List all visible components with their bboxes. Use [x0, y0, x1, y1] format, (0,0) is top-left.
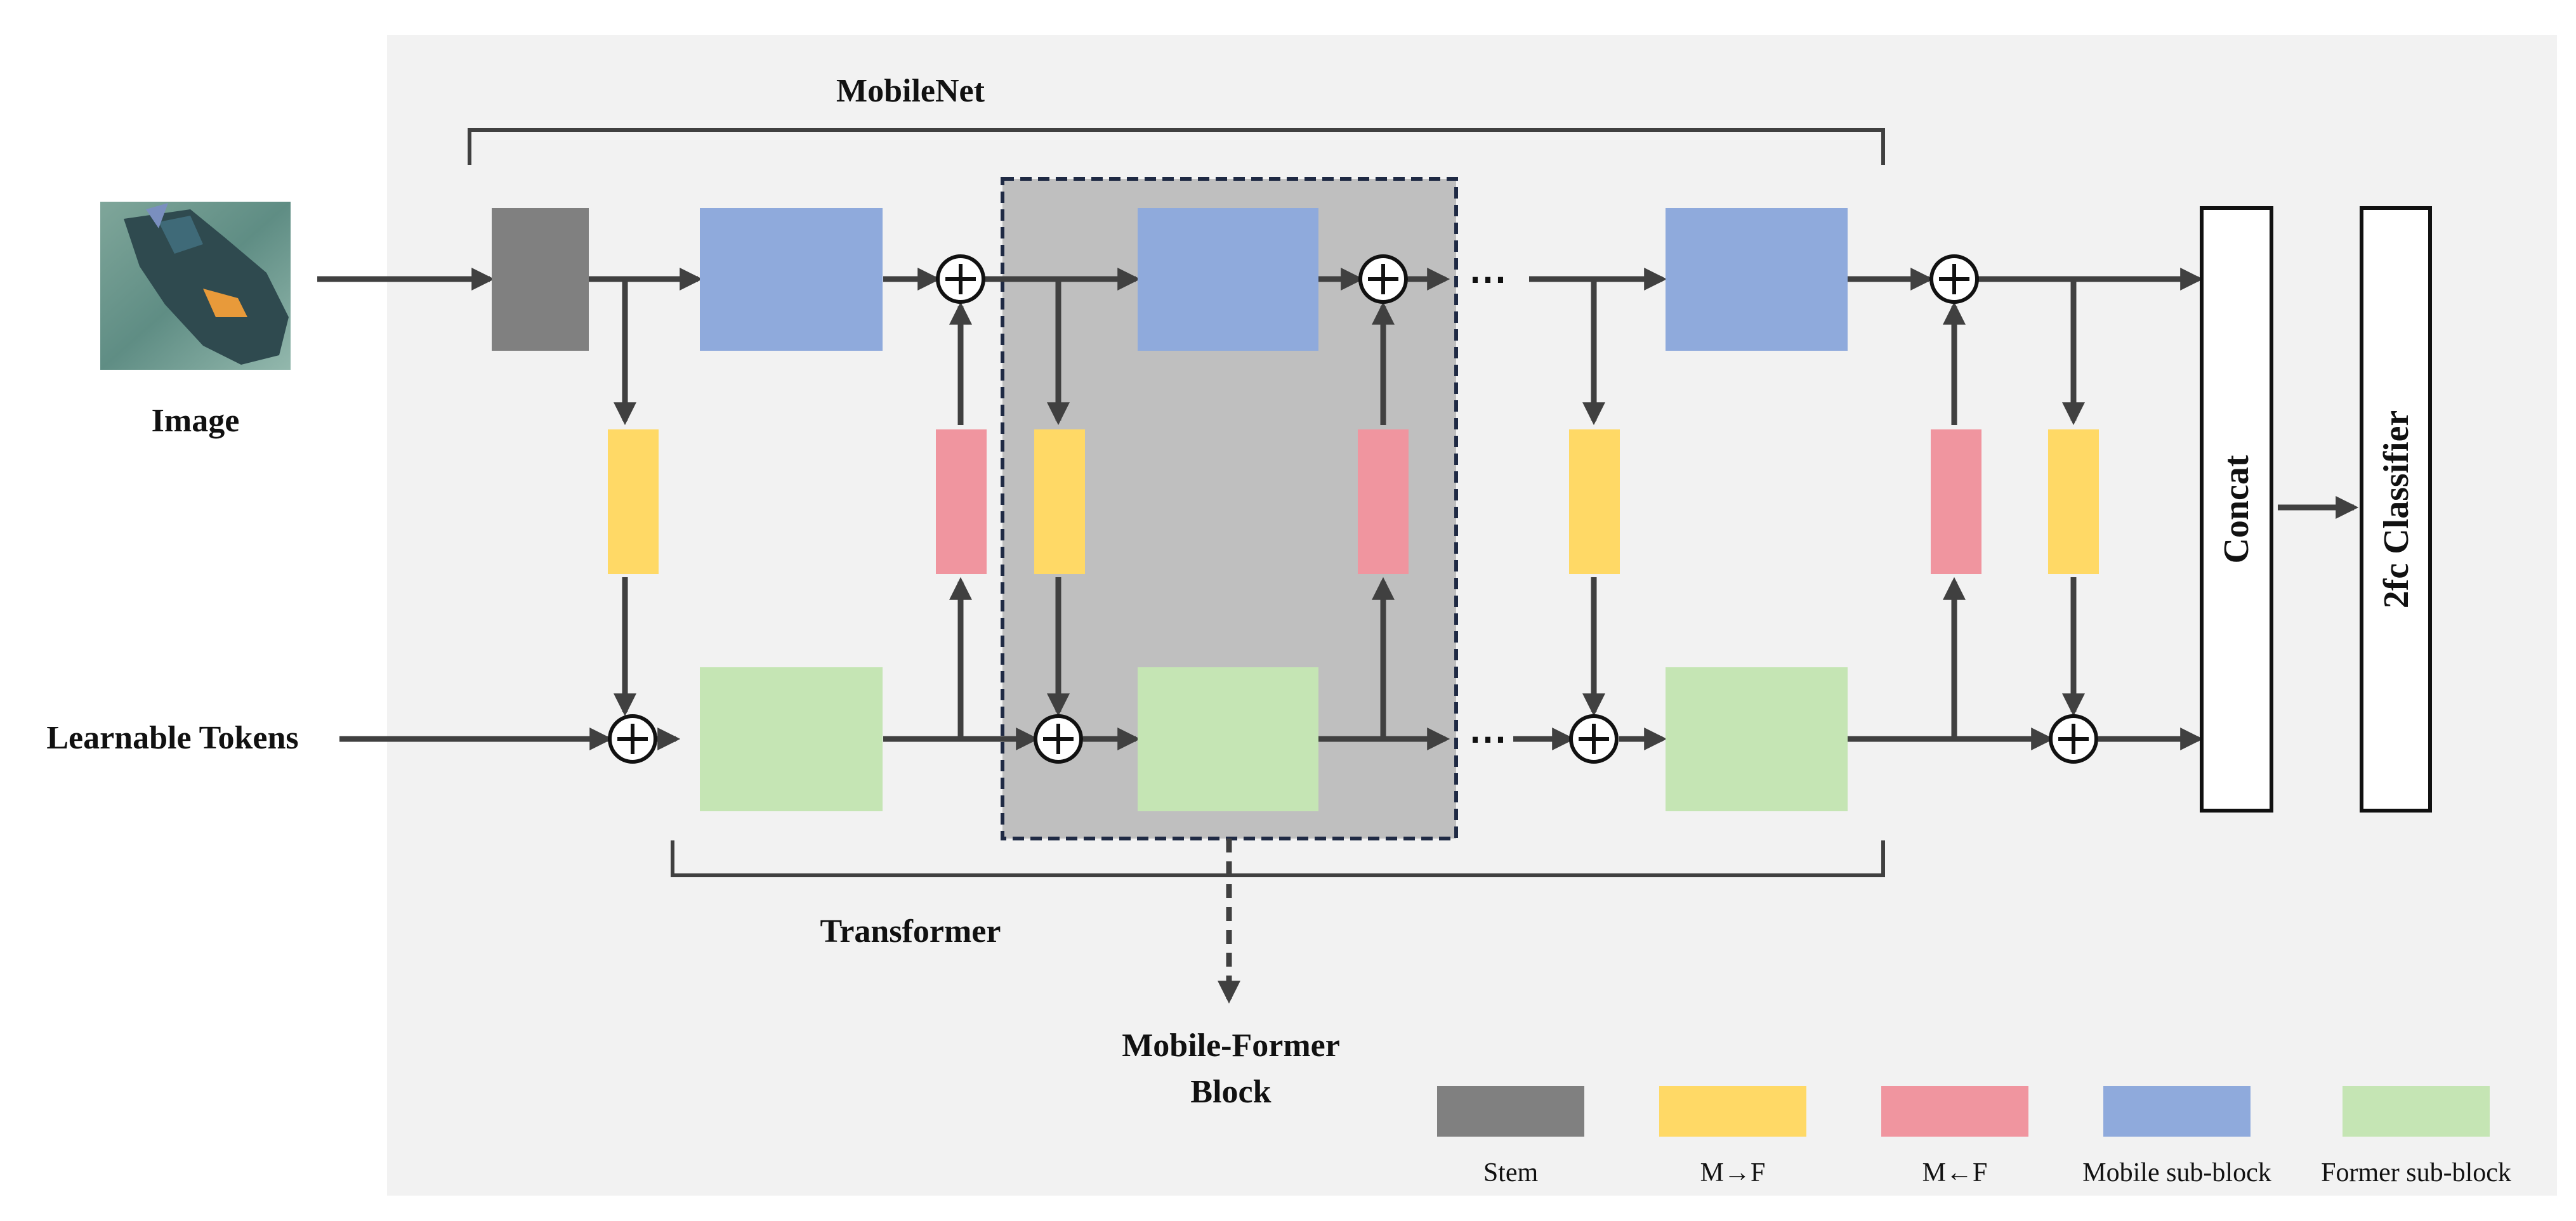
mobile-sub-block-2 [1138, 208, 1318, 351]
legend-swatch-mobile [2103, 1086, 2251, 1137]
former-to-mobile-2 [1358, 429, 1409, 574]
plus-circle-icon [936, 254, 985, 304]
ellipsis-bottom: ⋯ [1469, 718, 1507, 760]
former-to-mobile-3 [1931, 429, 1981, 574]
mobile-to-former-1 [608, 429, 659, 574]
former-to-mobile-1 [936, 429, 987, 574]
legend-swatch-stem [1437, 1086, 1584, 1137]
legend-swatch-former [2343, 1086, 2490, 1137]
plus-circle-icon [1569, 714, 1619, 764]
mobile-sub-block-n [1666, 208, 1848, 351]
former-sub-block-1 [700, 667, 883, 811]
former-sub-block-2 [1138, 667, 1318, 811]
legend-swatch-f-to-m [1881, 1086, 2028, 1137]
block-label-line1: Mobile-Former [1122, 1028, 1340, 1064]
plus-circle-icon [2049, 714, 2098, 764]
legend-label-mobile: Mobile sub-block [2082, 1158, 2271, 1187]
block-label-line2: Block [1190, 1074, 1271, 1110]
classifier-block [2360, 206, 2432, 813]
stem-block [492, 208, 589, 351]
concat-block [2200, 206, 2273, 813]
legend-label-stem: Stem [1483, 1158, 1539, 1187]
legend-label-m-to-f: M→F [1700, 1158, 1766, 1187]
plus-circle-icon [1358, 254, 1408, 304]
mobilenet-label: MobileNet [836, 73, 985, 109]
legend: Stem M→F M←F Mobile sub-block Former sub… [1437, 1086, 2511, 1187]
plus-circle-icon [1034, 714, 1083, 764]
transformer-label: Transformer [820, 913, 1001, 950]
classifier-label: 2fc Classifier [2377, 410, 2416, 609]
mobile-to-former-4 [2048, 429, 2099, 574]
input-image-thumbnail [100, 202, 291, 370]
former-sub-block-n [1666, 667, 1848, 811]
plus-circle-icon [1929, 254, 1979, 304]
legend-label-f-to-m: M←F [1922, 1158, 1988, 1187]
image-label: Image [152, 403, 240, 439]
plus-circle-icon [608, 714, 657, 764]
ellipsis-top: ⋯ [1469, 258, 1507, 300]
transformer-bracket [671, 840, 1885, 877]
mobile-sub-block-1 [700, 208, 883, 351]
concat-label: Concat [2217, 455, 2256, 563]
mobile-to-former-2 [1034, 429, 1085, 574]
mobile-to-former-3 [1569, 429, 1620, 574]
mobilenet-bracket [468, 128, 1885, 165]
legend-label-former: Former sub-block [2321, 1158, 2511, 1187]
tokens-label: Learnable Tokens [46, 720, 298, 756]
legend-swatch-m-to-f [1659, 1086, 1806, 1137]
